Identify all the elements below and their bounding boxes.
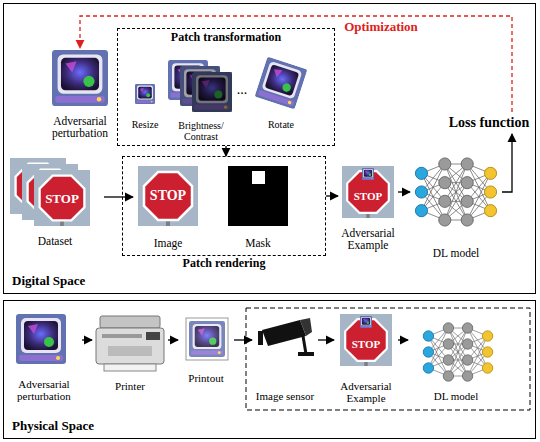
camera-mount bbox=[303, 336, 306, 354]
neural-network bbox=[415, 158, 496, 226]
node-label: Resize bbox=[132, 119, 159, 130]
printer-panel bbox=[146, 332, 160, 340]
flow-arrow bbox=[326, 195, 338, 196]
node-label: Physical Space bbox=[12, 419, 94, 433]
node-label: Adversarial Example bbox=[334, 380, 398, 404]
flow-arrow bbox=[398, 339, 408, 340]
node-label: Digital Space bbox=[12, 274, 85, 288]
node-label: Brightness/ Contrast bbox=[165, 120, 237, 142]
node-label: DL model bbox=[433, 247, 480, 260]
printer-tray bbox=[104, 364, 156, 371]
flow-arrow bbox=[168, 339, 178, 340]
perturbation-image bbox=[52, 50, 108, 106]
sign-text: STOP bbox=[326, 339, 406, 350]
resized-patch bbox=[135, 84, 155, 104]
thumbnail-node: Resize bbox=[125, 78, 165, 130]
thumbnail-node: Rotate bbox=[248, 58, 314, 130]
node-label: Loss function bbox=[449, 115, 530, 130]
sign-text: STOP bbox=[128, 189, 208, 203]
node-label: Printer bbox=[115, 380, 145, 392]
sign-text: STOP bbox=[22, 192, 102, 205]
printer-drawer bbox=[108, 346, 152, 356]
printer-body bbox=[96, 328, 164, 364]
printer-slot bbox=[102, 334, 142, 338]
mask-background bbox=[228, 166, 288, 226]
node-label: Rotate bbox=[268, 119, 294, 130]
neural-network bbox=[423, 323, 493, 381]
node-label: Patch transformation bbox=[171, 31, 281, 44]
node-label: Image bbox=[154, 237, 183, 250]
node-label: Image sensor bbox=[256, 390, 314, 402]
group-box: Patch transformationResize Brightness/ Co… bbox=[117, 28, 335, 146]
printed-patch bbox=[189, 321, 225, 357]
node-label: Dataset bbox=[38, 235, 72, 248]
printer-scanner bbox=[100, 316, 160, 328]
feedback-arrow bbox=[80, 16, 512, 112]
sensing-group-box bbox=[246, 308, 530, 410]
sign-text: STOP bbox=[328, 191, 408, 202]
node-label: Patch rendering bbox=[123, 257, 325, 270]
camera-base bbox=[298, 352, 314, 356]
flow-arrow bbox=[234, 339, 252, 340]
group-box: Patch renderingImageMask bbox=[122, 156, 326, 256]
model-node: DL model bbox=[410, 146, 502, 260]
device-node: Printer bbox=[92, 308, 168, 392]
ellipsis-label: ... bbox=[202, 83, 282, 97]
device-node: Image sensor bbox=[252, 318, 318, 402]
node-label: Adversarial perturbation bbox=[38, 115, 122, 140]
node-label: Printout bbox=[188, 372, 223, 384]
node-label: DL model bbox=[434, 390, 479, 402]
flow-arrow bbox=[502, 134, 512, 192]
image-node: Mask bbox=[223, 162, 293, 250]
flow-arrow bbox=[82, 339, 92, 340]
text-node: Loss function bbox=[444, 112, 534, 134]
flow-arrow bbox=[318, 339, 334, 340]
image-node: Adversarial Example bbox=[334, 312, 398, 404]
node-label: Adversarial perturbation bbox=[6, 378, 82, 402]
printer-illustration bbox=[96, 316, 164, 371]
applied-patch bbox=[362, 168, 374, 180]
image-node: Adversarial Example bbox=[338, 162, 398, 252]
applied-patch bbox=[360, 316, 372, 328]
printout-paper bbox=[186, 318, 228, 360]
flow-arrow bbox=[225, 146, 226, 156]
camera-symbol bbox=[258, 318, 314, 356]
camera-lens bbox=[258, 331, 263, 345]
mask-region bbox=[252, 171, 265, 184]
thumbnail-node: Brightness/ Contrast bbox=[165, 58, 237, 142]
node-label: Mask bbox=[245, 237, 271, 250]
image-node: Adversarial perturbation bbox=[6, 312, 82, 402]
flow-arrow bbox=[104, 196, 133, 197]
image-node: Printout bbox=[178, 314, 234, 384]
camera-back bbox=[300, 318, 312, 336]
node-label: Adversarial Example bbox=[338, 227, 398, 252]
perturbation-image bbox=[16, 314, 66, 364]
edge-label: Optimization bbox=[336, 20, 426, 33]
image-node: Adversarial perturbation bbox=[38, 48, 122, 140]
dark-patch bbox=[192, 72, 232, 112]
model-node: DL model bbox=[408, 312, 504, 402]
camera-body bbox=[262, 320, 306, 346]
rotated-patch bbox=[255, 57, 308, 110]
image-node: Image bbox=[133, 162, 203, 250]
space-panel: Physical Space Adversarial perturbation Pr… bbox=[3, 300, 536, 439]
space-panel: Digital SpaceAdversarial perturbationPat… bbox=[3, 3, 536, 294]
flow-arrow bbox=[398, 191, 410, 192]
darken-overlay bbox=[192, 72, 232, 112]
